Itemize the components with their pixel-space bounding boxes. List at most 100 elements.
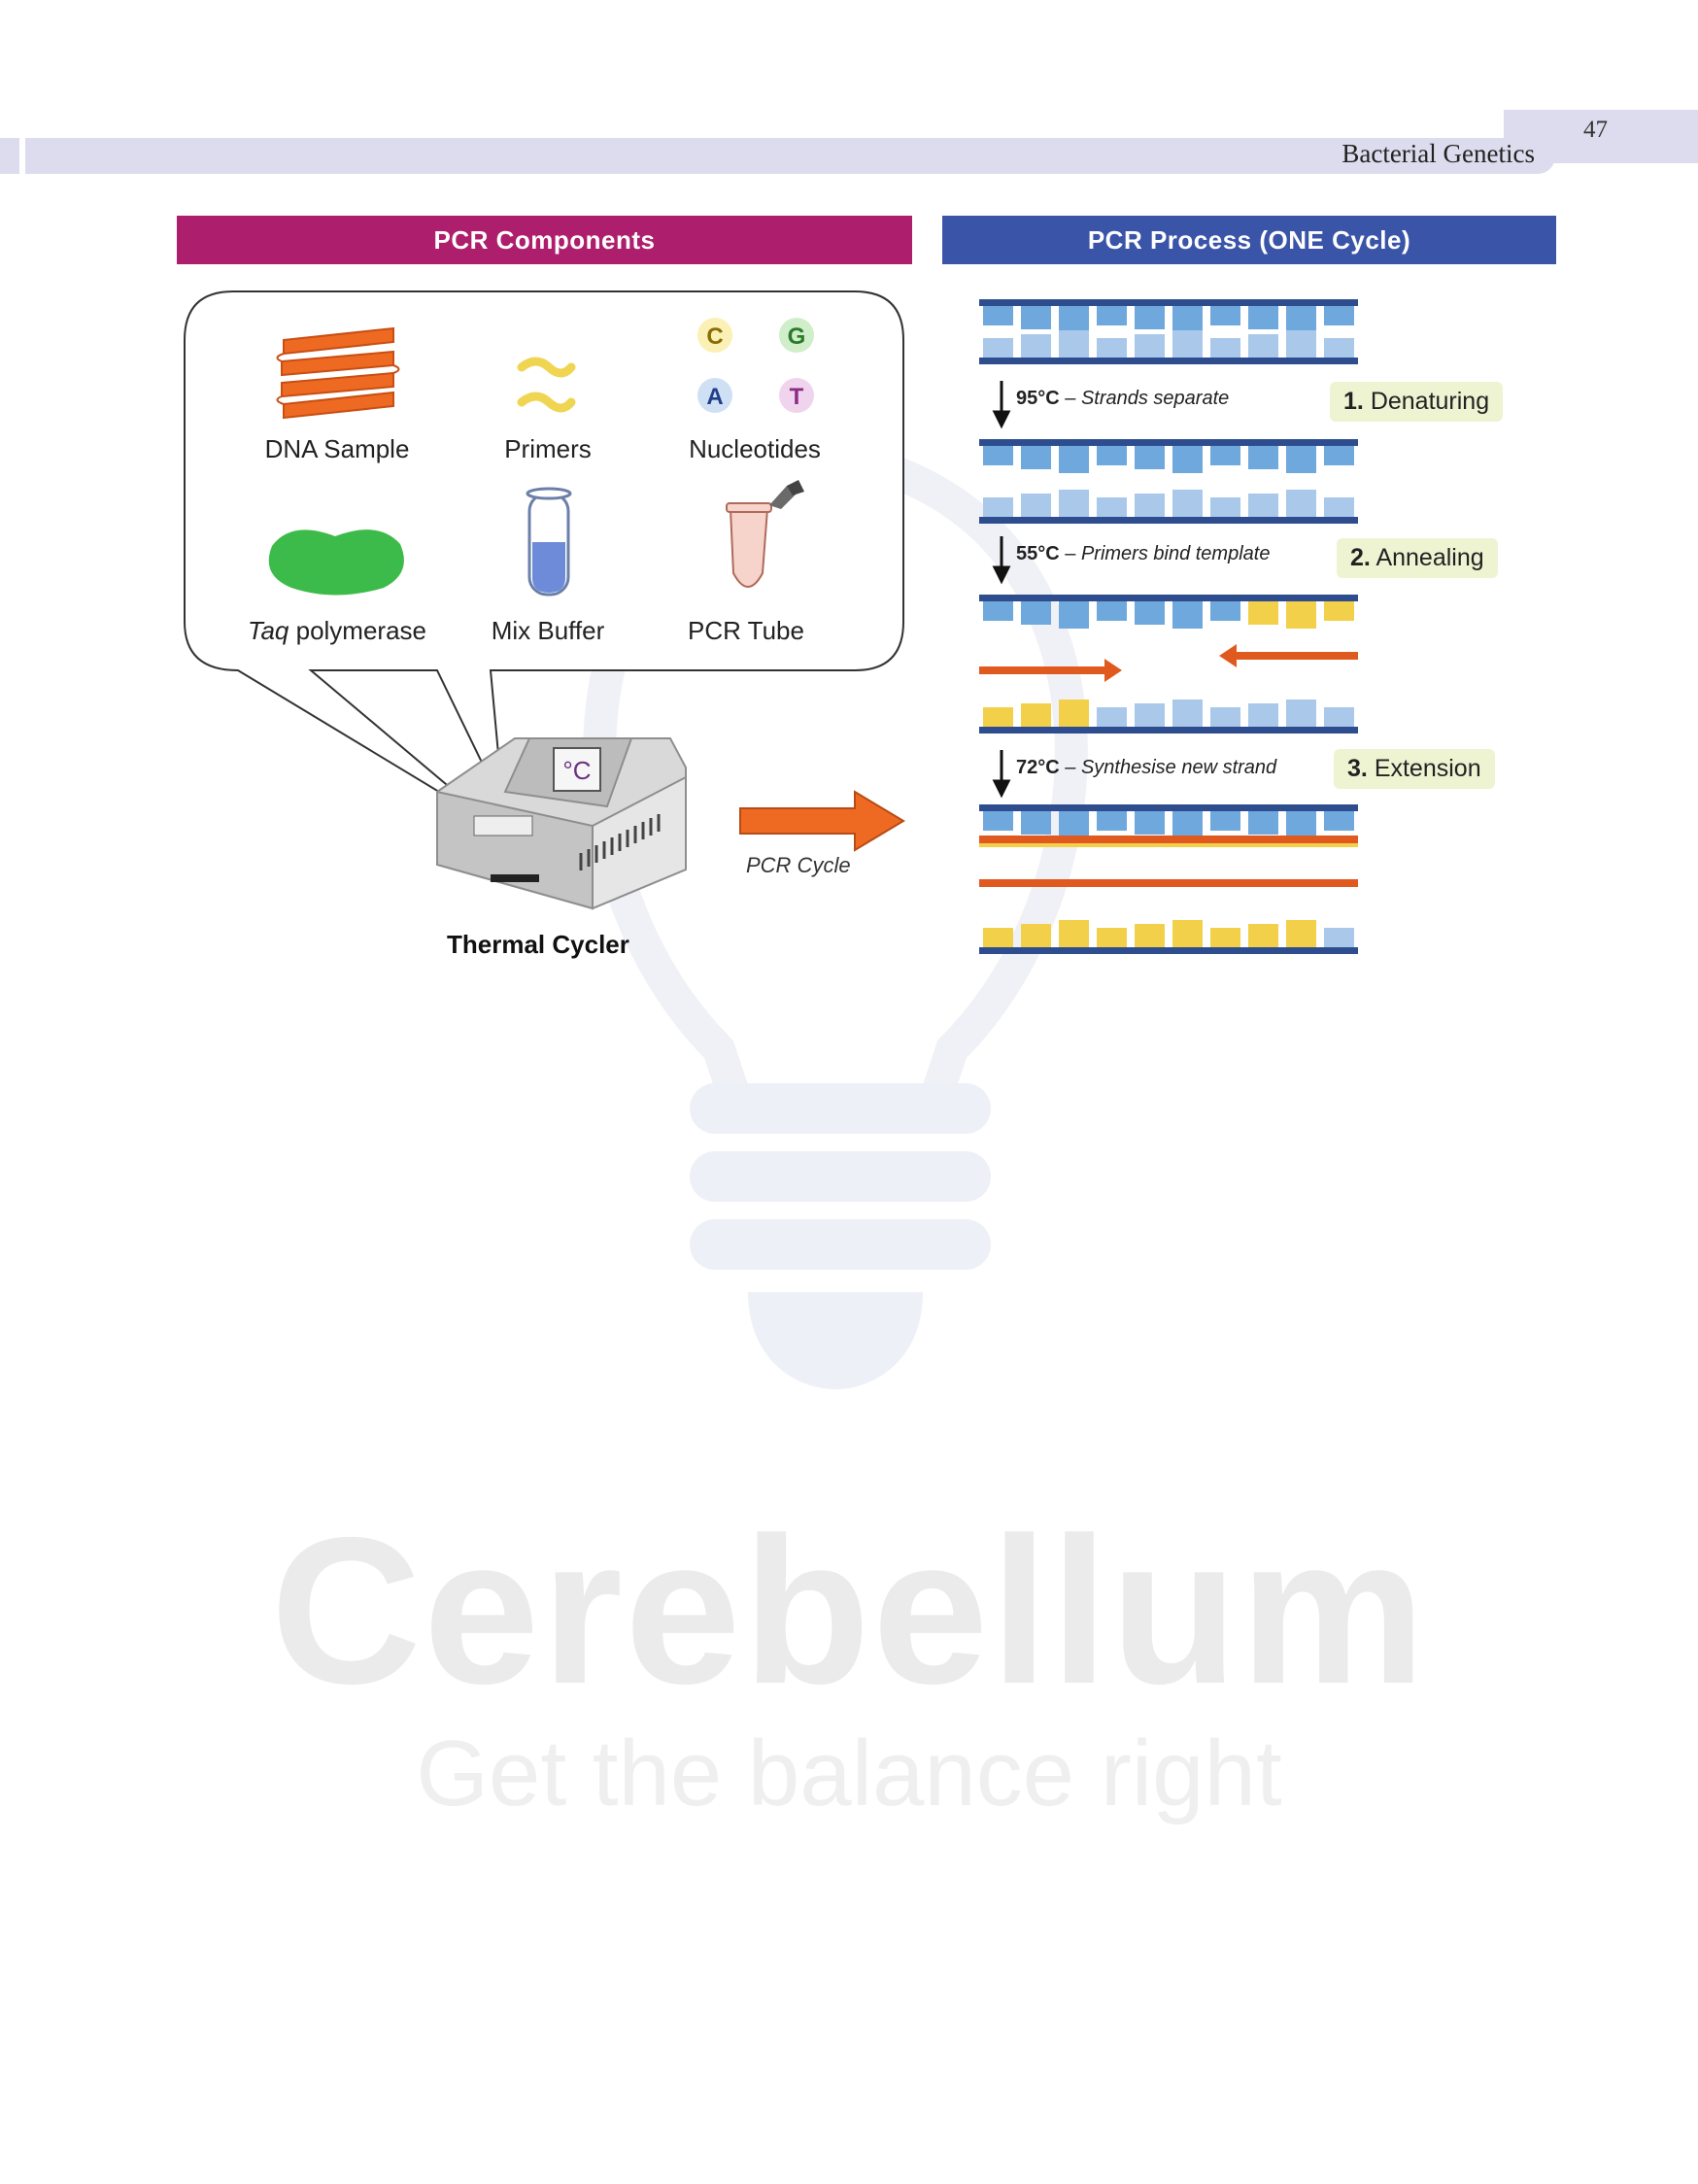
base-tooth — [983, 707, 1013, 727]
base-tooth — [1248, 601, 1278, 625]
base-tooth — [1248, 494, 1278, 517]
base-tooth — [983, 928, 1013, 947]
label-mix-buffer: Mix Buffer — [491, 616, 605, 645]
base-tooth — [983, 497, 1013, 517]
base-g: G — [788, 324, 806, 350]
base-tooth — [1248, 703, 1278, 727]
base-tooth — [1324, 707, 1354, 727]
step-arrows — [992, 381, 1011, 799]
step-note-annealing: 55°C – Primers bind template — [1016, 543, 1270, 565]
label-taq-rest: polymerase — [289, 616, 427, 645]
dna-helix-icon — [276, 326, 400, 420]
strand-top-backbone — [979, 299, 1358, 306]
step-name: Denaturing — [1370, 388, 1490, 415]
label-taq-polymerase: Taq polymerase — [221, 616, 454, 646]
extension-top-backbone — [979, 804, 1358, 811]
nucleotides-icon: C G A T — [697, 318, 814, 413]
base-t: T — [790, 384, 804, 410]
base-tooth — [1059, 601, 1089, 629]
base-tooth — [1210, 306, 1240, 325]
base-tooth — [1021, 924, 1051, 947]
base-c: C — [706, 324, 723, 350]
base-tooth — [1248, 811, 1278, 835]
base-tooth — [1248, 334, 1278, 358]
strand-bottom-backbone — [979, 358, 1358, 364]
annealing-bottom-backbone — [979, 727, 1358, 734]
label-dna-sample: DNA Sample — [264, 434, 410, 463]
step-note-denaturing: 95°C – Strands separate — [1016, 388, 1229, 410]
step-desc: Primers bind template — [1080, 543, 1271, 564]
base-tooth — [1097, 928, 1127, 947]
watermark-tagline: Get the balance right — [416, 1722, 1282, 1826]
base-tooth — [1021, 494, 1051, 517]
base-tooth — [1059, 306, 1089, 333]
base-a: A — [706, 384, 723, 410]
base-tooth — [1097, 497, 1127, 517]
label-nucleotides: Nucleotides — [689, 434, 821, 463]
base-tooth — [1324, 601, 1354, 621]
step-number: 2. — [1350, 544, 1371, 571]
new-strand-line — [979, 879, 1358, 887]
base-tooth — [1059, 446, 1089, 473]
thermal-cycler-icon: °C — [436, 737, 687, 910]
step-temp: 55°C — [1016, 543, 1060, 564]
base-tooth — [1135, 494, 1165, 517]
base-tooth — [1286, 306, 1316, 333]
base-tooth — [1097, 811, 1127, 831]
base-tooth — [1210, 928, 1240, 947]
base-tooth — [1324, 497, 1354, 517]
base-tooth — [1286, 920, 1316, 947]
base-tooth — [1021, 334, 1051, 358]
base-tooth — [1172, 446, 1203, 473]
step-sep: – — [1059, 543, 1081, 564]
step-badge-denaturing: 1. Denaturing — [1330, 382, 1504, 422]
base-tooth — [983, 446, 1013, 465]
label-taq-italic: Taq — [247, 616, 289, 645]
step-note-extension: 72°C – Synthesise new strand — [1016, 757, 1276, 779]
base-tooth — [1135, 334, 1165, 358]
base-tooth — [1172, 920, 1203, 947]
header-bar — [25, 138, 1555, 174]
base-tooth — [1021, 811, 1051, 835]
step-badge-annealing: 2. Annealing — [1337, 538, 1498, 578]
test-tube-icon — [526, 487, 572, 597]
base-tooth — [1135, 601, 1165, 625]
base-tooth — [1135, 924, 1165, 947]
primer-arrow-right — [979, 659, 1122, 682]
base-tooth — [1059, 920, 1089, 947]
base-tooth — [1210, 707, 1240, 727]
taq-polymerase-icon — [268, 529, 404, 596]
base-tooth — [983, 338, 1013, 358]
base-tooth — [1021, 703, 1051, 727]
base-tooth — [1097, 446, 1127, 465]
pcr-tube-icon — [726, 480, 804, 588]
base-tooth — [1324, 928, 1354, 947]
base-tooth — [1135, 446, 1165, 469]
base-tooth — [1021, 446, 1051, 469]
base-tooth — [1210, 497, 1240, 517]
base-tooth — [1021, 601, 1051, 625]
step-badge-extension: 3. Extension — [1334, 749, 1495, 789]
step-desc: Synthesise new strand — [1080, 757, 1277, 778]
base-tooth — [1210, 811, 1240, 831]
base-tooth — [983, 601, 1013, 621]
base-tooth — [1097, 306, 1127, 325]
running-title: Bacterial Genetics — [1341, 139, 1535, 168]
base-tooth — [1324, 306, 1354, 325]
base-tooth — [1172, 811, 1203, 838]
base-tooth — [1286, 446, 1316, 473]
step-number: 1. — [1343, 388, 1364, 415]
base-tooth — [1286, 601, 1316, 629]
extension-bottom-backbone — [979, 947, 1358, 954]
strand-diagrams — [979, 299, 1358, 954]
base-tooth — [1135, 306, 1165, 329]
base-tooth — [1172, 330, 1203, 358]
new-strand-fill — [979, 841, 1358, 847]
step-sep: – — [1059, 757, 1081, 778]
base-tooth — [1286, 811, 1316, 838]
step-name: Extension — [1374, 755, 1481, 782]
base-tooth — [1172, 490, 1203, 517]
base-tooth — [1172, 306, 1203, 333]
step-temp: 72°C — [1016, 757, 1060, 778]
